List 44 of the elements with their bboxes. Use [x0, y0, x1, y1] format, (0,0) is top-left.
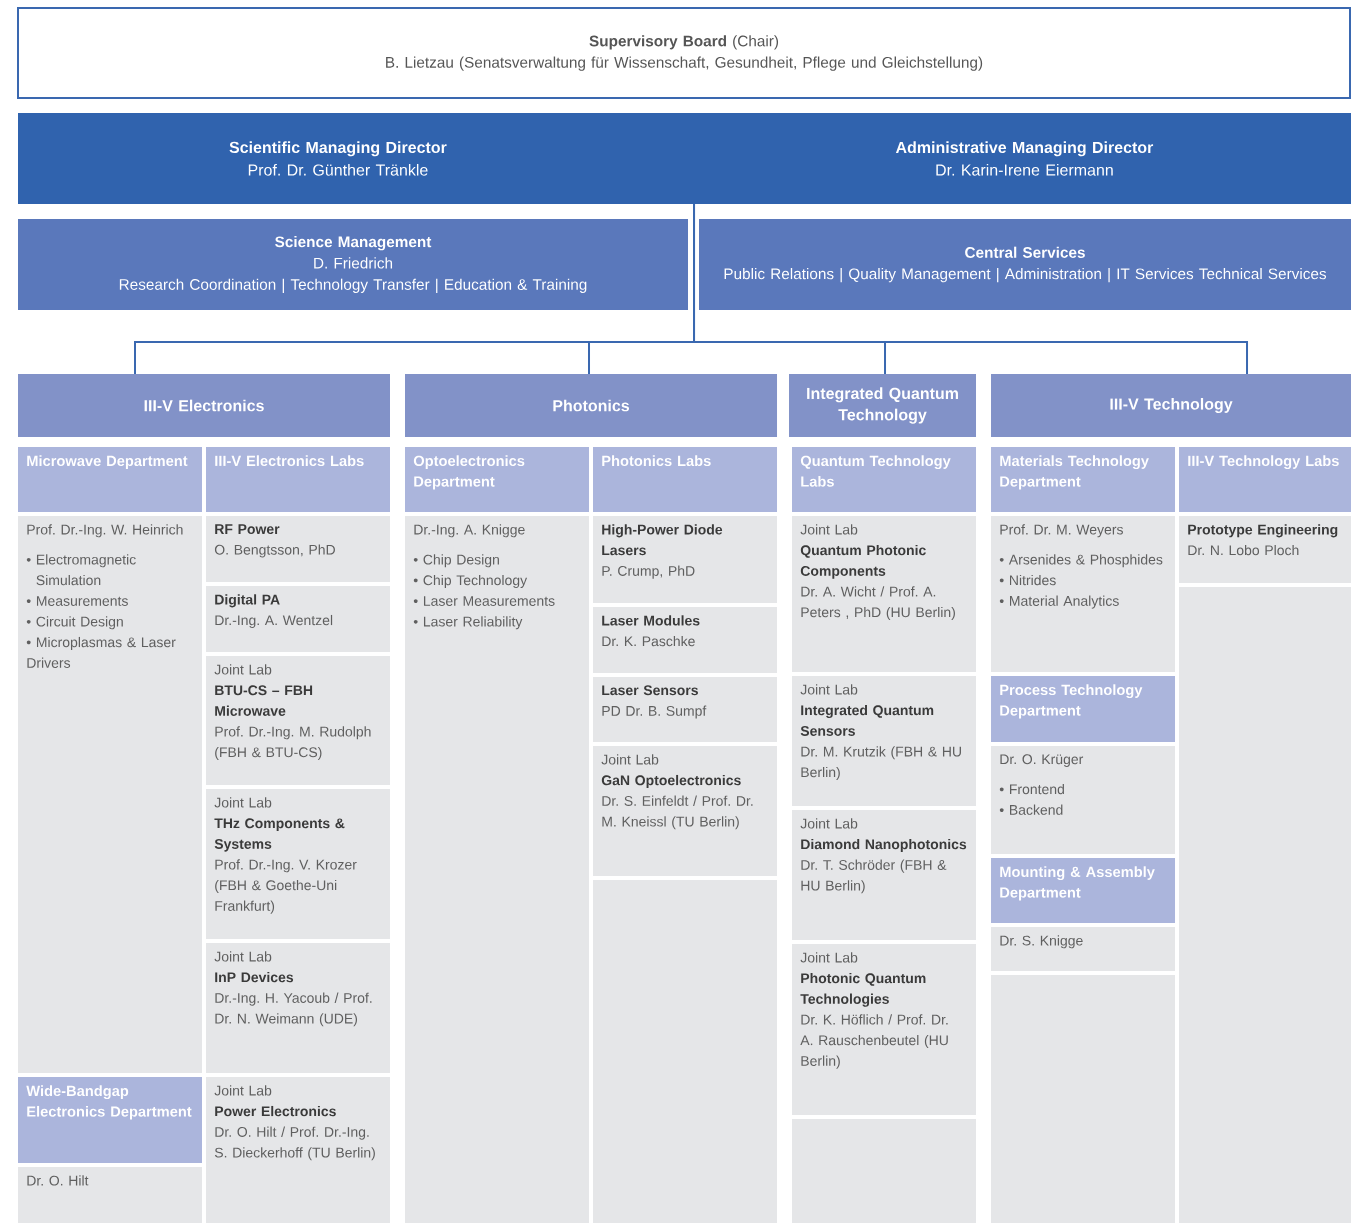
- unit-cell: Joint Lab THz Components & Systems Prof. Dr.-Ing. V. Krozer (FBH & Goethe-Uni Frankfurt): [206, 789, 390, 939]
- unit-cell: Joint Lab Power Electronics Dr. O. Hilt / Prof. Dr.-Ing. S. Dieckerhoff (TU Berlin): [206, 1077, 390, 1223]
- service-box: Central Services Public Relations | Quality Management | Administration | IT Services Technical Services: [699, 219, 1351, 310]
- department-header: Materials Technology Department: [991, 447, 1175, 512]
- unit-cell: Prof. Dr.-Ing. W. Heinrich • Electromagnetic Simulation • Measurements • Circuit Design • Microplasmas & Laser Drivers: [18, 516, 202, 1073]
- unit-cell: Dr.-Ing. A. Knigge • Chip Design • Chip Technology • Laser Measurements • Laser Reliability: [405, 516, 589, 1223]
- unit-cell: Digital PA Dr.-Ing. A. Wentzel: [206, 586, 390, 652]
- department-header: Process Technology Department: [991, 676, 1175, 742]
- connector-line: [693, 203, 1248, 375]
- unit-cell: Dr. S. Knigge: [991, 927, 1175, 971]
- unit-cell: Joint Lab InP Devices Dr.-Ing. H. Yacoub / Prof. Dr. N. Weimann (UDE): [206, 943, 390, 1073]
- division-header: III-V Electronics: [18, 374, 390, 437]
- empty-cell: [593, 880, 777, 1223]
- unit-cell: Joint Lab Integrated Quantum Sensors Dr. M. Krutzik (FBH & HU Berlin): [792, 676, 976, 806]
- unit-cell: Dr. O. Hilt: [18, 1167, 202, 1223]
- division-header: III-V Technology: [991, 374, 1351, 437]
- board-box: Supervisory Board (Chair) B. Lietzau (Senatsverwaltung für Wissenschaft, Gesundheit, Pflege und Gleichstellung): [17, 7, 1351, 99]
- department-header: Wide-Bandgap Electronics Department: [18, 1077, 202, 1163]
- department-header: Microwave Department: [18, 447, 202, 512]
- department-header: III-V Technology Labs: [1179, 447, 1351, 512]
- unit-cell: Dr. O. Krüger • Frontend • Backend: [991, 746, 1175, 854]
- director-band: Scientific Managing Director Prof. Dr. Günther Tränkle Administrative Managing Director Dr. Karin-Irene Eiermann: [18, 113, 1351, 204]
- department-header: Photonics Labs: [593, 447, 777, 512]
- unit-cell: Prof. Dr. M. Weyers • Arsenides & Phosphides • Nitrides • Material Analytics: [991, 516, 1175, 672]
- service-box: Science Management D. Friedrich Research Coordination | Technology Transfer | Education & Training: [18, 219, 688, 310]
- unit-cell: Laser Modules Dr. K. Paschke: [593, 607, 777, 673]
- unit-cell: High-Power Diode Lasers P. Crump, PhD: [593, 516, 777, 603]
- unit-cell: Laser Sensors PD Dr. B. Sumpf: [593, 677, 777, 742]
- unit-cell: RF Power O. Bengtsson, PhD: [206, 516, 390, 582]
- unit-cell: Joint Lab Photonic Quantum Technologies Dr. K. Höflich / Prof. Dr. A. Rauschenbeutel (HU Berlin): [792, 944, 976, 1115]
- unit-cell: Joint Lab GaN Optoelectronics Dr. S. Einfeldt / Prof. Dr. M. Kneissl (TU Berlin): [593, 746, 777, 876]
- department-header: Quantum Technology Labs: [792, 447, 976, 512]
- empty-cell: [1179, 587, 1351, 1223]
- unit-cell: Joint Lab Quantum Photonic Components Dr. A. Wicht / Prof. A. Peters , PhD (HU Berlin): [792, 516, 976, 672]
- empty-cell: [792, 1119, 976, 1223]
- unit-cell: Joint Lab Diamond Nanophotonics Dr. T. Schröder (FBH & HU Berlin): [792, 810, 976, 940]
- department-header: III-V Electronics Labs: [206, 447, 390, 512]
- empty-cell: [991, 975, 1175, 1223]
- division-header: Integrated Quantum Technology: [789, 374, 976, 437]
- department-header: Optoelectronics Department: [405, 447, 589, 512]
- division-header: Photonics: [405, 374, 777, 437]
- unit-cell: Prototype Engineering Dr. N. Lobo Ploch: [1179, 516, 1351, 583]
- unit-cell: Joint Lab BTU-CS – FBH Microwave Prof. Dr.-Ing. M. Rudolph (FBH & BTU-CS): [206, 656, 390, 785]
- department-header: Mounting & Assembly Department: [991, 858, 1175, 923]
